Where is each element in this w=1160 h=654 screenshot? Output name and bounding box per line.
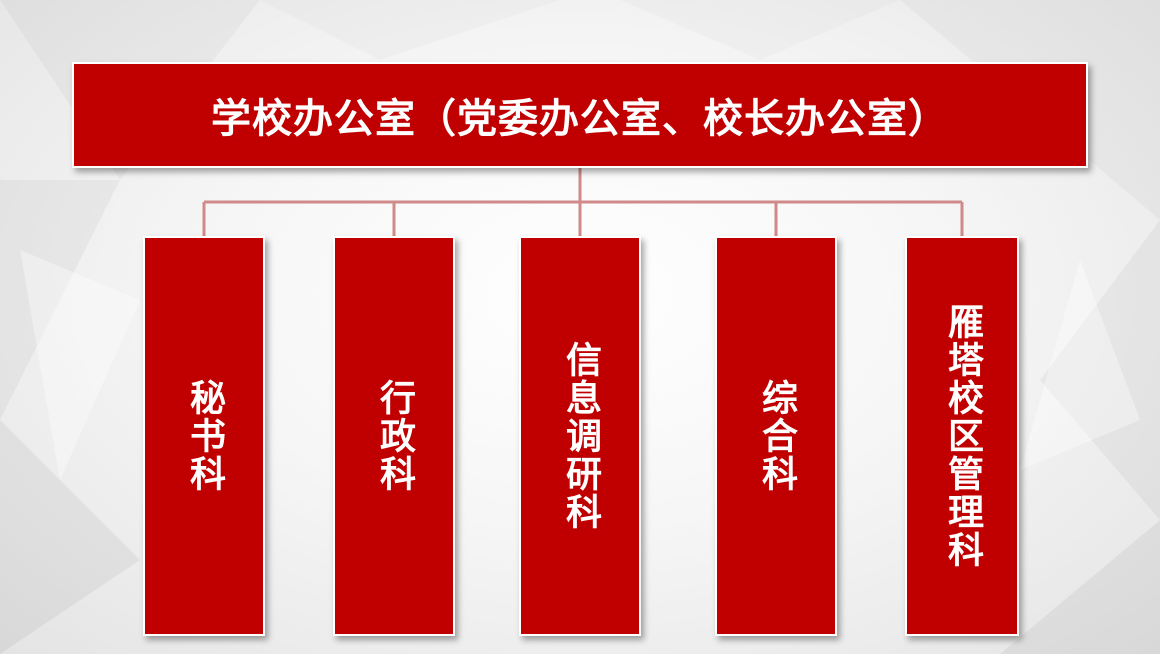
dept-box-administration: 行政科 — [333, 236, 455, 636]
dept-box-information-research: 信息调研科 — [519, 236, 641, 636]
dept-label-information-research: 信息调研科 — [560, 341, 601, 531]
top-office-box: 学校办公室（党委办公室、校长办公室） — [72, 62, 1088, 168]
top-office-title: 学校办公室（党委办公室、校长办公室） — [211, 96, 949, 142]
dept-label-general: 综合科 — [756, 379, 797, 493]
dept-box-yanta-campus: 雁塔校区管理科 — [905, 236, 1019, 636]
dept-box-secretary: 秘书科 — [143, 236, 265, 636]
dept-label-administration: 行政科 — [374, 379, 415, 493]
dept-box-general: 综合科 — [715, 236, 837, 636]
dept-label-secretary: 秘书科 — [184, 379, 225, 493]
dept-label-yanta-campus: 雁塔校区管理科 — [942, 303, 983, 569]
